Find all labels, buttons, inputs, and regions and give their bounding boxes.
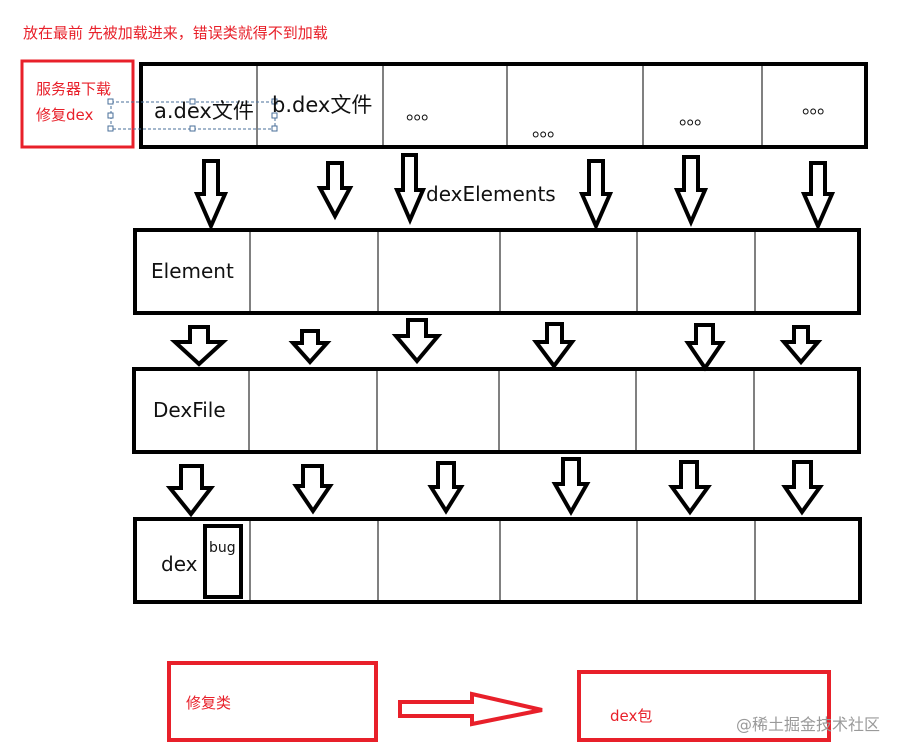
down-arrow-icon [427,461,465,515]
down-arrow-icon [288,329,332,365]
server-box-line-2: 修复dex [36,106,94,124]
dex-cell-ellipsis-1: 。。。 [406,102,440,124]
dex-row-label: dex [161,552,198,576]
element-row-label: Element [151,259,234,283]
down-arrow-icon [292,464,334,515]
down-arrow-icon [532,322,576,370]
down-arrows-row-3 [165,457,824,518]
down-arrow-icon [165,464,216,518]
down-arrow-icon [391,318,443,365]
dex-package-label: dex包 [610,707,653,725]
down-arrow-icon [316,161,354,221]
dex-cell-ellipsis-4: 。。。 [802,96,836,118]
watermark: @稀土掘金技术社区 [736,715,881,734]
dex-row [133,517,862,604]
down-arrows-row-2 [169,318,823,372]
dex-package-box [577,670,831,742]
server-box-line-1: 服务器下载 [36,80,112,98]
down-arrow-icon [684,323,726,372]
server-download-box [20,59,135,149]
down-arrow-icon [779,325,823,366]
down-arrow-icon [578,159,614,231]
selection-handles [107,98,278,132]
down-arrow-icon [668,460,712,516]
note-text: 放在最前 先被加载进来，错误类就得不到加载 [23,24,328,42]
dexfile-row [132,367,861,454]
right-arrow-icon [398,691,543,727]
down-arrow-icon [800,161,836,231]
dex-cell-ellipsis-2: 。。。 [532,119,566,141]
down-arrow-icon [673,155,709,227]
fix-class-box [167,661,378,742]
dex-cell-b: b.dex文件 [272,93,373,117]
bug-label: bug [209,540,236,556]
down-arrows-row-1 [193,153,836,231]
dex-elements-row [139,62,868,149]
dexfile-row-label: DexFile [153,398,226,422]
element-row [133,228,861,315]
down-arrow-icon [781,460,824,516]
down-arrow-icon [193,159,229,231]
down-arrow-icon [393,153,427,226]
down-arrow-icon [169,325,229,367]
dex-cell-ellipsis-3: 。。。 [679,107,713,129]
fix-class-label: 修复类 [186,694,232,712]
dex-cell-a: a.dex文件 [154,99,254,123]
dex-elements-label: dexElements [426,182,556,206]
bug-box [203,524,243,599]
down-arrow-icon [551,457,591,517]
